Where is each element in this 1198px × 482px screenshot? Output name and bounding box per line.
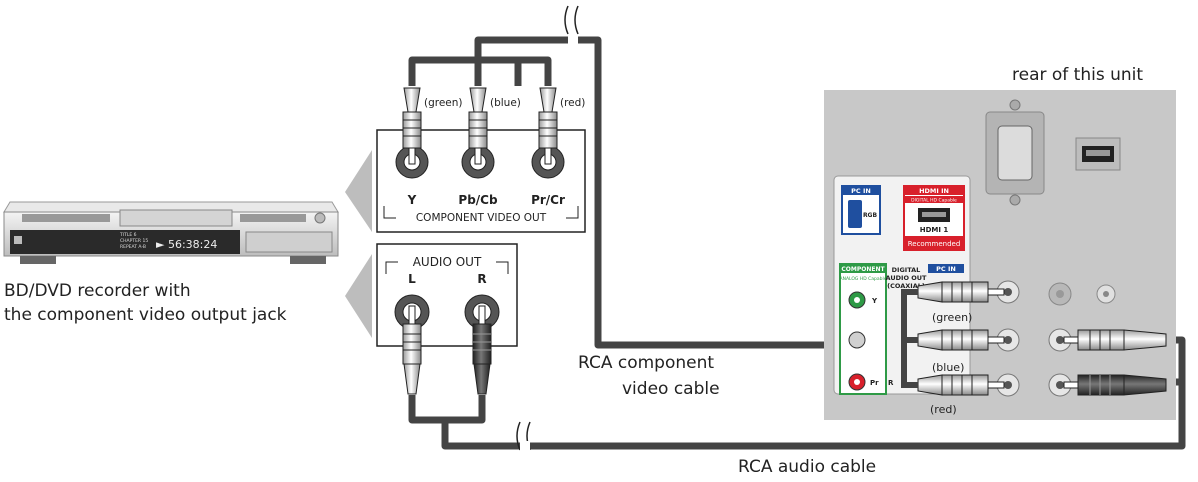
- jack-label-tv-pr: Pr: [870, 379, 879, 387]
- digital-audio-line2: AUDIO OUT: [886, 274, 928, 282]
- jack-label-tv-y: Y: [871, 297, 878, 305]
- plug-audio-white: [402, 305, 422, 395]
- cable-break-mark-top: [564, 5, 579, 35]
- tv-cable-red-label: (red): [930, 403, 957, 416]
- display-info-3: REPEAT A-B: [120, 244, 146, 250]
- tv-cable-blue-label: (blue): [932, 361, 964, 374]
- digital-audio-line3: (COAXIAL): [887, 282, 925, 290]
- pc-in-title-2: PC IN: [936, 265, 956, 273]
- display-info-1: TITLE 6: [119, 232, 137, 238]
- tv-audio-plugs: [1063, 329, 1167, 396]
- tv-component-cable-stubs: [901, 289, 918, 388]
- plug-color-green: (green): [424, 97, 463, 109]
- pc-in-title: PC IN: [851, 187, 871, 195]
- digital-audio-out-block: DIGITAL AUDIO OUT (COAXIAL) PC IN: [886, 264, 964, 290]
- rear-of-unit-label: rear of this unit: [1012, 65, 1143, 85]
- plug-red: [538, 87, 558, 165]
- plug-color-blue: (blue): [490, 97, 521, 109]
- rca-component-label-line1: RCA component: [578, 353, 714, 373]
- pc-in-block: PC IN RGB: [841, 185, 881, 235]
- tv-plug-red: [917, 374, 1005, 396]
- jack-label-r: R: [477, 272, 486, 286]
- jack-label-y: Y: [407, 193, 417, 207]
- display-info-2: CHAPTER 15: [120, 238, 148, 244]
- component-in-block: COMPONENT ANALOG HD Capable Y Pr R: [839, 263, 894, 395]
- plug-green: [402, 87, 422, 165]
- hdmi-in-title: HDMI IN: [919, 187, 949, 195]
- tv-plug-audio-white: [1063, 329, 1167, 351]
- recorder-label-line1: BD/DVD recorder with: [4, 281, 191, 301]
- component-video-out-title: COMPONENT VIDEO OUT: [416, 212, 547, 224]
- digital-audio-line1: DIGITAL: [892, 266, 921, 274]
- tv-plug-audio-red: [1063, 374, 1167, 396]
- tv-plug-blue: [917, 329, 1005, 351]
- recorder-foot-left: [20, 256, 56, 264]
- recorder-label-line2: the component video output jack: [4, 305, 287, 325]
- callout-pointer-video: [345, 150, 372, 232]
- recorder-foot-right: [290, 256, 326, 264]
- rca-component-label-line2: video cable: [622, 379, 720, 399]
- jack-label-pr: Pr/Cr: [531, 193, 565, 207]
- tv-rear-panel: PC IN RGB HDMI IN DIGITAL HD Capable HDM…: [824, 90, 1176, 420]
- component-video-cable: [408, 36, 930, 349]
- display-readout: ► 56:38:24: [156, 238, 217, 251]
- jack-label-tv-r: R: [888, 379, 894, 387]
- plug-blue: [468, 87, 488, 165]
- hdmi-port: [1075, 137, 1121, 171]
- hdmi-1-label: HDMI 1: [920, 226, 949, 234]
- component-plugs: [402, 87, 558, 165]
- vga-port: [985, 99, 1045, 206]
- tv-component-plugs: [917, 281, 1005, 396]
- plug-audio-red: [472, 305, 492, 395]
- cable-break-gap: [568, 36, 578, 46]
- rgb-label: RGB: [863, 212, 878, 219]
- component-title: COMPONENT: [841, 266, 885, 273]
- audio-plugs: [402, 305, 492, 395]
- cable-break-gap-bottom: [520, 441, 530, 451]
- hdmi-capable-label: DIGITAL HD Capable: [911, 198, 957, 204]
- tv-jacks: [996, 280, 1116, 397]
- jack-label-pb: Pb/Cb: [458, 193, 498, 207]
- jack-label-l: L: [408, 272, 416, 286]
- hdmi-in-block: HDMI IN DIGITAL HD Capable HDMI 1 Recomm…: [903, 185, 965, 251]
- tv-cable-green-label: (green): [932, 311, 972, 324]
- audio-out-title: AUDIO OUT: [413, 255, 482, 269]
- audio-out-panel: AUDIO OUT L R: [376, 243, 518, 347]
- tv-plug-green: [917, 281, 1005, 303]
- callout-pointer-audio: [345, 254, 372, 338]
- bd-dvd-recorder: TITLE 6 CHAPTER 15 REPEAT A-B ► 56:38:24: [3, 201, 339, 264]
- recorder-display: [10, 230, 240, 254]
- analog-capable-label: ANALOG HD Capable: [840, 276, 887, 282]
- recommended-label: Recommended: [908, 240, 961, 248]
- plug-color-red: (red): [560, 97, 585, 109]
- rca-audio-label: RCA audio cable: [738, 457, 876, 477]
